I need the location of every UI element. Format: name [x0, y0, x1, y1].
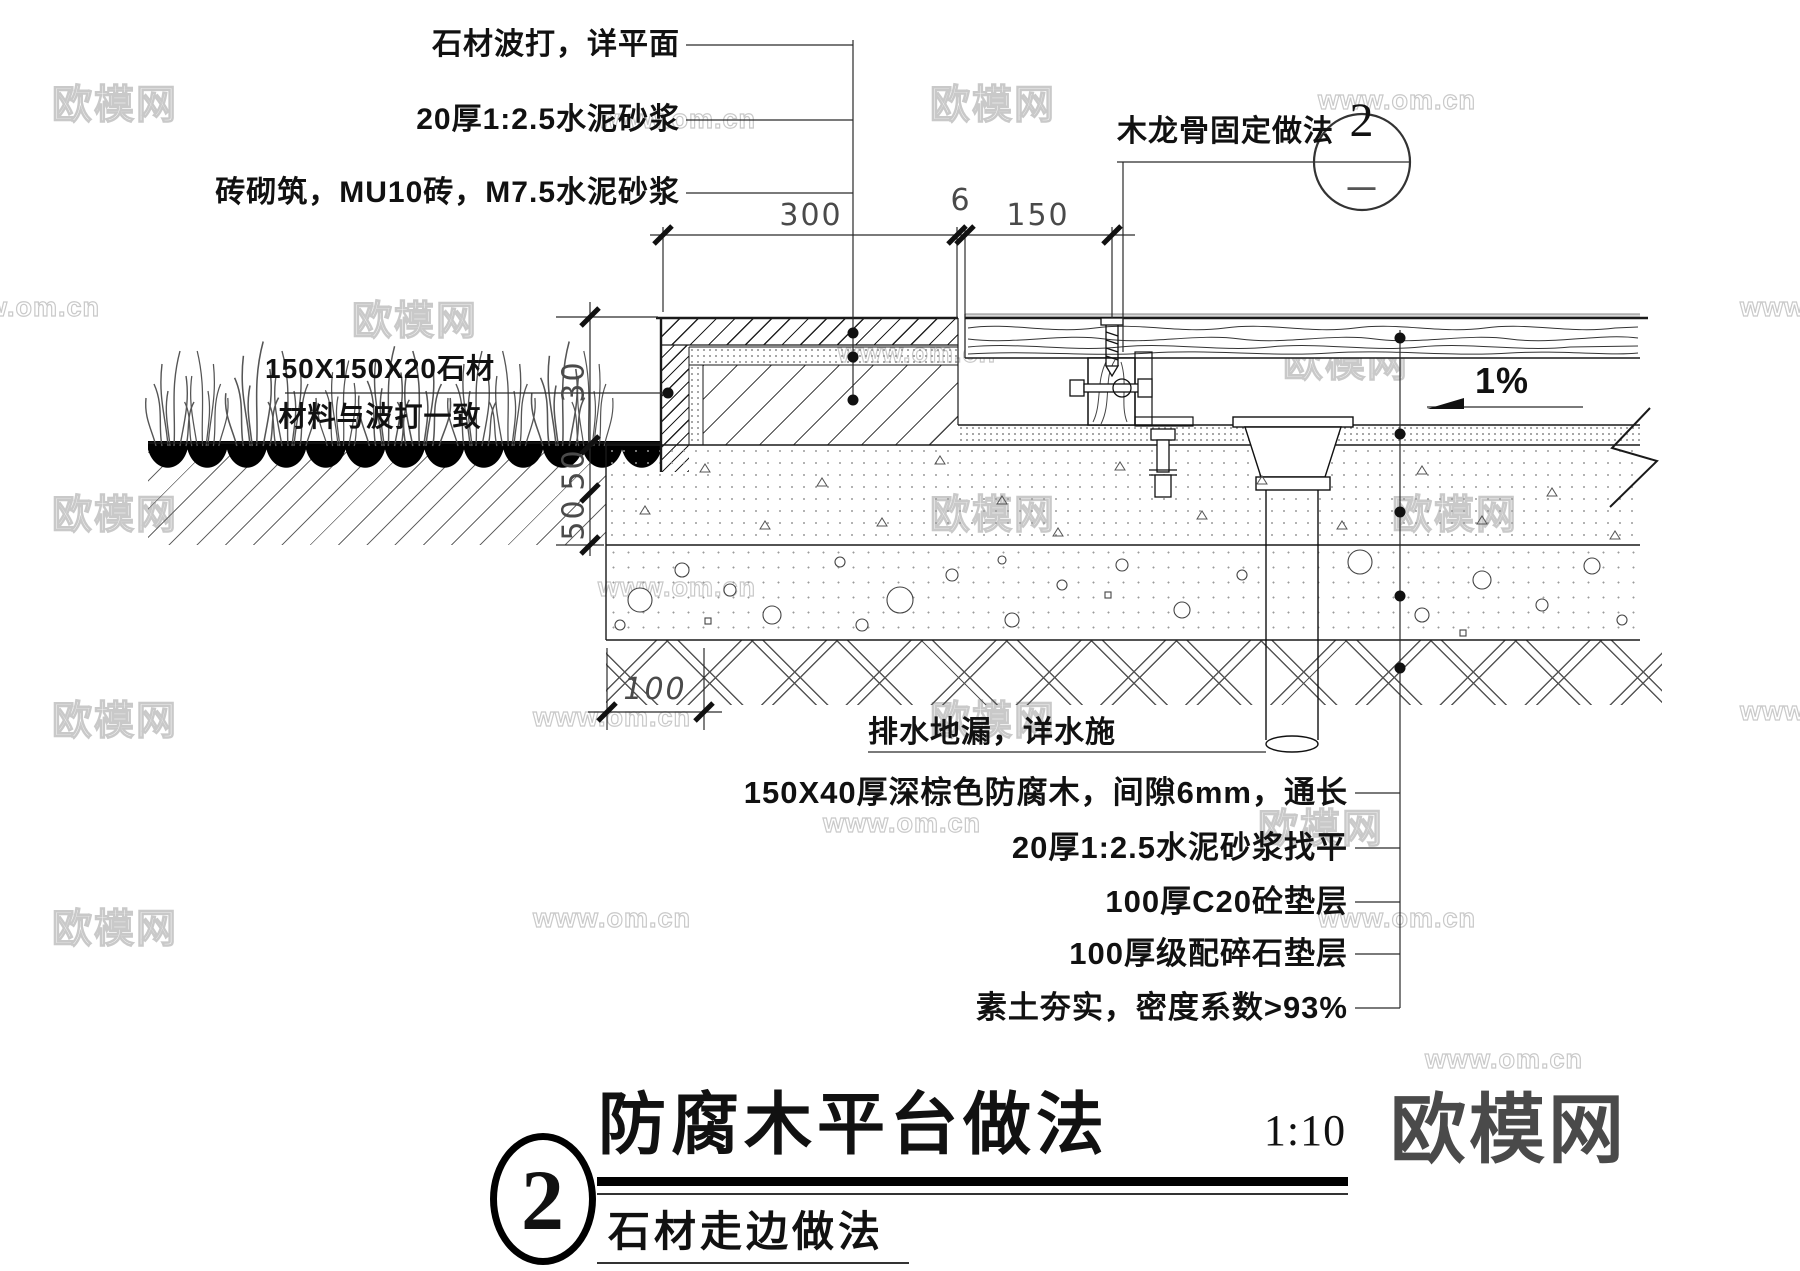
dim-300: 300 — [779, 198, 843, 233]
watermark-site: 欧模网 — [929, 698, 1056, 743]
callout-gravel: 100厚级配碎石垫层 — [1069, 936, 1348, 971]
deck-wood-grain — [967, 325, 1639, 355]
callout-brick: 砖砌筑，MU10砖，M7.5水泥砂浆 — [215, 176, 680, 209]
watermark-url: www.om.cn — [1424, 1043, 1584, 1074]
callout-stone-band: 石材波打，详平面 — [432, 28, 680, 61]
layer-compacted-soil — [606, 640, 1662, 705]
title-detail-number: 2 — [521, 1152, 565, 1248]
watermark-site: 欧模网 — [51, 906, 178, 951]
anchor-bolt — [1149, 428, 1177, 498]
watermark-site: 欧模网 — [929, 82, 1056, 127]
watermark-url: www.om.cn — [1739, 695, 1800, 726]
callout-floor-drain: 排水地漏，详水施 — [868, 716, 1116, 749]
dim-6: 6 — [950, 183, 972, 218]
watermark-site: 欧模网 — [351, 298, 478, 343]
title-detail-circle: 2 — [490, 1133, 596, 1265]
drawing-scale: 1:10 — [1263, 1106, 1347, 1155]
slope-label: 1% — [1474, 360, 1530, 401]
detail-ref-sheet: — — [1347, 171, 1377, 202]
watermark-url: www.om.cn — [597, 103, 757, 134]
watermark-url: www.om.cn — [1317, 84, 1477, 115]
layer-stone-band — [661, 318, 958, 345]
dim-150: 150 — [1006, 198, 1070, 233]
callout-soil: 素土夯实，密度系数>93% — [975, 990, 1348, 1025]
callout-wood-joist: 木龙骨固定做法 — [1117, 115, 1334, 148]
callout-concrete: 100厚C20砼垫层 — [1105, 884, 1348, 919]
concrete-aggregate — [639, 455, 1621, 540]
drawing-subtitle: 石材走边做法 — [608, 1208, 885, 1255]
side-bolt — [1069, 378, 1153, 398]
detail-reference-circle — [1312, 112, 1412, 212]
dimension-ticks — [579, 224, 1123, 723]
callout-stone-size: 150X150X20石材 — [265, 353, 495, 384]
layer-brick — [703, 365, 958, 445]
watermark-site: 欧模网 — [1257, 806, 1384, 851]
watermark-url: www.om.cn — [1739, 291, 1800, 322]
joist-assembly — [1069, 317, 1194, 498]
dim-30: 30 — [556, 360, 592, 403]
watermark-site: 欧模网 — [51, 698, 178, 743]
slope-arrow-icon — [1427, 398, 1464, 409]
leader-lines — [285, 40, 1583, 1009]
subtitle-rule — [597, 1262, 909, 1264]
floor-drain — [1232, 416, 1354, 753]
title-rule-thin — [597, 1193, 1348, 1195]
callout-leveling: 20厚1:2.5水泥砂浆找平 — [1011, 830, 1348, 865]
callout-deck-boards: 150X40厚深棕色防腐木，间隙6mm，通长 — [743, 775, 1348, 810]
watermark-url: www.om.cn — [0, 291, 101, 322]
gravel-stones — [614, 549, 1628, 637]
watermark-site: 欧模网 — [51, 82, 178, 127]
watermark-url: www.om.cn — [532, 902, 692, 933]
layer-wood-deck — [965, 314, 1640, 358]
leader-dots — [662, 327, 1406, 674]
layer-mortar-horizontal — [689, 347, 958, 365]
detail-ref-number: 2 — [1349, 94, 1375, 147]
structure-lines — [148, 313, 1659, 641]
deck-screw — [1100, 317, 1124, 378]
dim-100: 100 — [623, 672, 687, 707]
layer-concrete-c20 — [606, 445, 1640, 545]
watermark-url: www.om.cn — [822, 807, 982, 838]
dim-50b: 50 — [556, 498, 592, 541]
site-logo: 欧模网 — [1390, 1088, 1627, 1173]
callout-mortar: 20厚1:2.5水泥砂浆 — [416, 103, 680, 136]
layer-ground-fringe — [148, 441, 661, 475]
title-rule-thick — [597, 1177, 1348, 1186]
drawing-title: 防腐木平台做法 — [598, 1087, 1110, 1163]
layer-mortar-vertical — [689, 365, 703, 445]
callout-stone-material: 材料与波打一致 — [278, 401, 482, 432]
watermark-url: www.om.cn — [1317, 902, 1477, 933]
